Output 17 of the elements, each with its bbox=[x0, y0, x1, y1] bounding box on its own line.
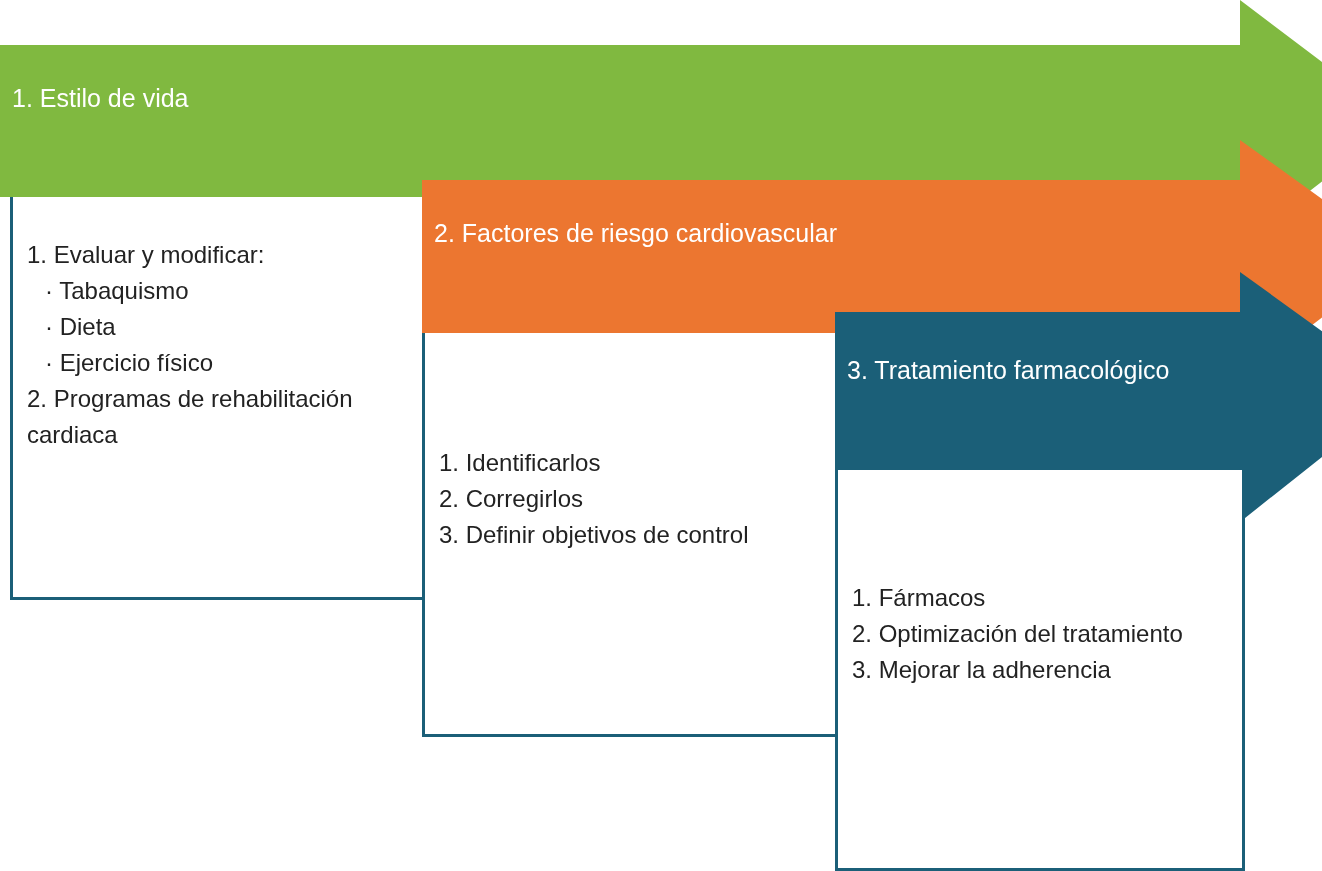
list-item: 3. Definir objetivos de control bbox=[439, 520, 750, 550]
list-item: 1. Identificarlos bbox=[439, 448, 602, 478]
text-panel bbox=[422, 333, 835, 737]
list-item: · Tabaquismo bbox=[44, 276, 190, 306]
list-item: 1. Evaluar y modificar: bbox=[27, 240, 266, 270]
text-panel bbox=[10, 197, 422, 600]
stage-title: 2. Factores de riesgo cardiovascular bbox=[434, 219, 837, 248]
list-item: 2. Optimización del tratamiento bbox=[852, 619, 1184, 649]
stage-title: 3. Tratamiento farmacológico bbox=[847, 356, 1170, 385]
list-item: 3. Mejorar la adherencia bbox=[852, 655, 1112, 685]
stage-title: 1. Estilo de vida bbox=[12, 84, 189, 113]
list-item: · Ejercicio físico bbox=[44, 348, 215, 378]
list-item: 2. Corregirlos bbox=[439, 484, 585, 514]
list-item: · Dieta bbox=[44, 312, 117, 342]
list-item: 2. Programas de rehabilitación cardiaca bbox=[27, 384, 354, 450]
list-item: 1. Fármacos bbox=[852, 583, 987, 613]
text-panel bbox=[835, 470, 1245, 871]
